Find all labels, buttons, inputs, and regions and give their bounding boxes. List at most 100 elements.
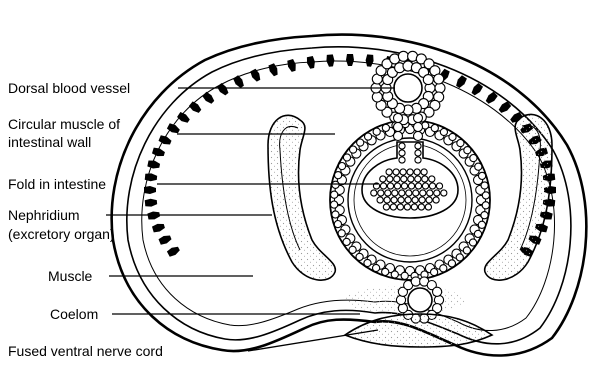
nephridium-left [268, 115, 335, 280]
intestine-cell [464, 147, 471, 154]
dorsal-blood-vessel [394, 74, 422, 102]
muscle-block [216, 82, 230, 96]
dorsal-cell [414, 132, 423, 141]
typhlosole-cell [426, 197, 432, 203]
muscle-block [306, 56, 316, 69]
dorsal-cell [434, 74, 444, 84]
muscle-block [202, 91, 216, 105]
typhlosole-cell [422, 183, 428, 189]
muscle-block [326, 54, 335, 67]
dorsal-cell [394, 114, 403, 123]
typhlosole-cell [390, 204, 396, 210]
muscle-block [346, 54, 354, 66]
dorsal-cell [423, 75, 433, 85]
intestine-cell [373, 128, 380, 135]
intestine-cell [391, 271, 398, 278]
dorsal-cell [372, 92, 382, 102]
typhlosole-cell [383, 204, 389, 210]
ventral-blood-vessel [408, 288, 432, 312]
typhlosole-cell [394, 176, 400, 182]
typhlosole-cell [411, 204, 417, 210]
typhlosole-cell [393, 169, 399, 175]
muscle-block [232, 75, 245, 89]
typhlosole-cell [371, 190, 377, 196]
typhlosole-cell [429, 176, 435, 182]
typhlosole-cell [377, 197, 383, 203]
ventral-cell [396, 295, 405, 304]
intestine-cell [349, 246, 356, 253]
nephridium-right [485, 114, 552, 280]
dorsal-cell [394, 123, 403, 132]
typhlosole-cell [436, 183, 442, 189]
muscle-block [365, 54, 374, 67]
muscle-block [145, 198, 158, 207]
typhlosole-cell [387, 176, 393, 182]
typhlosole-cell [386, 169, 392, 175]
intestine-cell [481, 182, 488, 189]
intestine-cell [482, 202, 489, 209]
typhlosole-cell [425, 204, 431, 210]
intestine-cell [475, 163, 482, 170]
typhlosole-cell [407, 169, 413, 175]
typhlosole-cell [415, 176, 421, 182]
typhlosole-cell [429, 183, 435, 189]
typhlosole-cell [392, 190, 398, 196]
typhlosole-cell [400, 169, 406, 175]
typhlosole-cell [408, 176, 414, 182]
intestine-cell [373, 264, 380, 271]
typhlosole-cell [434, 190, 440, 196]
ventral-cell [398, 304, 407, 313]
muscle-block [152, 222, 166, 233]
intestine-cell [356, 253, 363, 260]
typhlosole-cell [419, 197, 425, 203]
ventral-nerve-cord [345, 314, 492, 347]
intestine-cell [481, 212, 488, 219]
intestine-cell [331, 201, 338, 208]
typhlosole-cell [413, 190, 419, 196]
typhlosole-cell [433, 197, 439, 203]
muscle-block [286, 59, 297, 73]
label-fold-in-intestine: Fold in intestine [8, 176, 106, 192]
label-nephridium-line1: Nephridium [8, 207, 80, 223]
typhlosole-cell [441, 190, 447, 196]
intestine-cell [479, 172, 486, 179]
intestine-cell [431, 125, 438, 132]
intestine-cell [332, 181, 339, 188]
muscle-block [249, 68, 262, 82]
typhlosole-cell [406, 190, 412, 196]
intestine-cell [463, 247, 470, 254]
muscle-block [147, 160, 160, 170]
typhlosole-cell [414, 169, 420, 175]
typhlosole-cell [378, 190, 384, 196]
intestine-cell [440, 265, 447, 272]
typhlosole-cell [420, 190, 426, 196]
label-circular-muscle-line2: intestinal wall [8, 134, 91, 150]
typhlosole-cell [401, 176, 407, 182]
typhlosole-cell [404, 204, 410, 210]
intestine-cell [343, 154, 350, 161]
muscle-block [188, 101, 202, 115]
dorsal-cell [435, 83, 445, 93]
dorsal-cell [414, 123, 423, 132]
typhlosole-cell [399, 190, 405, 196]
ventral-cell [411, 277, 420, 286]
intestine-cell [365, 133, 372, 140]
label-coelom: Coelom [50, 306, 98, 322]
intestine-cell [469, 239, 476, 246]
typhlosole-cell [421, 169, 427, 175]
intestine-cell [382, 124, 389, 131]
typhlosole-cell [398, 197, 404, 203]
dorsal-cell [414, 114, 423, 123]
muscle-block [158, 234, 172, 246]
intestine-cell [335, 172, 342, 179]
typhlosole-cell [397, 204, 403, 210]
muscle-block [166, 245, 180, 258]
intestine-cell [456, 254, 463, 261]
label-dorsal-blood-vessel: Dorsal blood vessel [8, 80, 130, 96]
intestine-cell [357, 139, 364, 146]
label-circular-muscle-line1: Circular muscle of [8, 116, 120, 132]
typhlosole-cell [399, 143, 405, 149]
typhlosole-cell [380, 183, 386, 189]
intestine-cell [470, 155, 477, 162]
